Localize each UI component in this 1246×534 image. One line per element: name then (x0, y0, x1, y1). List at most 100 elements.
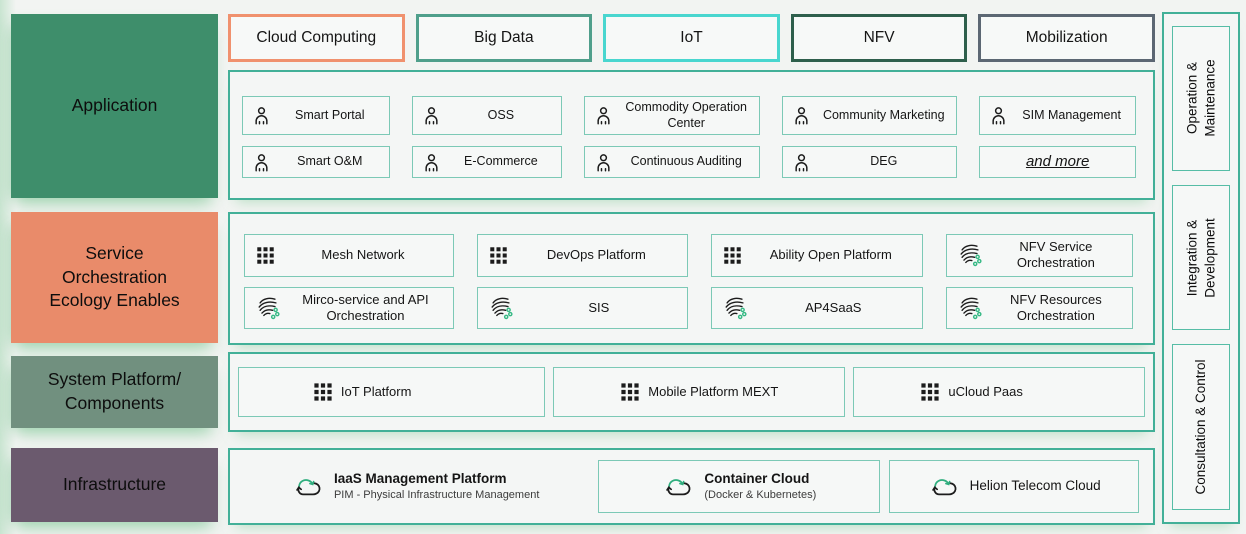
sidebar-item-label: Integration & Development (1183, 218, 1218, 298)
layer-label-text: Infrastructure (62, 474, 167, 495)
grid-icon (619, 381, 641, 403)
infra-item-title: Helion Telecom Cloud (969, 478, 1101, 494)
sys-item-label: Mobile Platform MEXT (648, 383, 779, 399)
app-item-label: Continuous Auditing (630, 154, 742, 169)
sidebar-label-line: Operation & (1184, 62, 1200, 135)
app-item-community-marketing: Community Marketing (782, 96, 958, 136)
svc-item-ap4saas: AP4SaaS (710, 286, 923, 329)
sidebar-label-line: Development (1202, 217, 1217, 298)
service-mesh-icon (957, 242, 983, 268)
app-item-label: Community Marketing (822, 107, 945, 122)
app-item-label: Smart O&M (297, 154, 363, 169)
svc-item-label: DevOps Platform (546, 247, 646, 263)
person-icon (251, 152, 272, 173)
layer-label-text: Components (64, 393, 165, 413)
category-big-data: Big Data (415, 14, 593, 62)
grid-icon (312, 381, 334, 403)
layer-label-application: Application (11, 14, 218, 198)
app-item-deg: DEG (782, 146, 958, 178)
infra-item-title: IaaS Management Platform (333, 470, 507, 486)
person-icon (421, 152, 442, 173)
sidebar-item-label: Operation & Maintenance (1183, 60, 1218, 137)
diagram-main-area: Cloud Computing Big Data IoT NFV Mobiliz… (228, 0, 1155, 534)
svc-item-devops-platform: DevOps Platform (476, 234, 688, 277)
app-item-continuous-auditing: Continuous Auditing (584, 146, 761, 178)
person-icon (988, 105, 1009, 126)
svc-item-label: Mirco-service and API Orchestration (302, 291, 429, 323)
infra-item-container-cloud: Container Cloud (Docker & Kubernetes) (598, 460, 881, 513)
sidebar-label-line: Maintenance (1202, 59, 1217, 138)
app-item-label: SIM Management (1022, 107, 1121, 122)
category-iot: IoT (603, 14, 780, 62)
svc-item-label: NFV Service Orchestration (1016, 239, 1095, 271)
infra-item-subtitle: (Docker & Kubernetes) (704, 488, 817, 501)
app-item-label: Smart Portal (295, 107, 365, 122)
svc-item-ability-open-platform: Ability Open Platform (710, 234, 923, 277)
infra-item-title: Container Cloud (704, 470, 810, 486)
infra-item-subtitle: PIM - Physical Infrastructure Management (333, 488, 540, 501)
svc-item-microservice-api-orchestration: Mirco-service and API Orchestration (244, 286, 454, 329)
sidebar-label-line: Integration & (1184, 219, 1200, 296)
category-label: Mobilization (1025, 29, 1108, 46)
grid-icon (488, 245, 509, 266)
layer-label-text: Orchestration (61, 266, 168, 287)
person-icon (593, 105, 614, 126)
grid-icon (919, 381, 941, 403)
service-mesh-icon (255, 295, 281, 321)
svc-item-label: NFV Resources Orchestration (1009, 291, 1102, 323)
svc-item-mesh-network: Mesh Network (244, 234, 454, 277)
service-mesh-icon (957, 295, 983, 321)
sidebar-item-consultation-control: Consultation & Control (1172, 344, 1230, 510)
layer-label-text: Application (71, 95, 158, 116)
sys-item-mobile-platform-mext: Mobile Platform MEXT (552, 367, 845, 417)
system-platform-container: IoT Platform Mobile Platform MEXT uCloud… (228, 352, 1155, 432)
sidebar-label-line: Consultation & Control (1193, 359, 1209, 495)
layer-label-text: System Platform/ (47, 369, 182, 390)
sys-item-iot-platform: IoT Platform (238, 367, 545, 417)
svc-item-label: Mesh Network (321, 247, 405, 263)
layer-label-system-platform: System Platform/ Components (11, 356, 218, 428)
service-mesh-icon (488, 295, 514, 321)
svc-item-nfv-resources-orchestration: NFV Resources Orchestration (945, 286, 1133, 329)
right-sidebar: Operation & Maintenance Integration & De… (1162, 12, 1240, 524)
infrastructure-container: IaaS Management Platform PIM - Physical … (228, 448, 1155, 525)
app-item-label: Commodity Operation Center (625, 100, 747, 130)
layer-label-infrastructure: Infrastructure (11, 448, 218, 522)
category-label: IoT (680, 29, 703, 46)
grid-icon (722, 245, 743, 266)
infra-item-helion-telecom-cloud: Helion Telecom Cloud (889, 460, 1139, 513)
app-item-sim-management: SIM Management (979, 96, 1136, 136)
grid-icon (255, 245, 276, 266)
category-label: Cloud Computing (256, 29, 377, 46)
svc-item-sis: SIS (476, 286, 688, 329)
app-item-smart-portal: Smart Portal (242, 96, 390, 136)
service-mesh-icon (722, 295, 748, 321)
app-item-label: and more (1025, 152, 1090, 170)
layer-label-service-orchestration: Service Orchestration Ecology Enables (11, 212, 218, 343)
svc-item-label: SIS (588, 299, 610, 315)
person-icon (593, 152, 614, 173)
category-label: NFV (863, 29, 895, 46)
app-item-commodity-operation-center: Commodity Operation Center (584, 96, 761, 136)
sidebar-item-operation-maintenance: Operation & Maintenance (1172, 26, 1230, 171)
category-row: Cloud Computing Big Data IoT NFV Mobiliz… (228, 14, 1155, 62)
app-item-label: OSS (487, 107, 515, 122)
svc-item-nfv-service-orchestration: NFV Service Orchestration (945, 234, 1133, 277)
app-item-oss: OSS (411, 96, 563, 136)
sys-item-ucloud-paas: uCloud Paas (852, 367, 1145, 417)
category-nfv: NFV (790, 14, 968, 62)
app-item-e-commerce: E-Commerce (411, 146, 563, 178)
app-item-and-more: and more (979, 146, 1136, 178)
infra-item-iaas-management-platform: IaaS Management Platform PIM - Physical … (242, 460, 589, 513)
application-container: Smart Portal OSS Commodity Operation Cen… (228, 70, 1155, 200)
person-icon (251, 105, 272, 126)
cloud-sync-icon (662, 474, 694, 499)
layer-label-text: Service (85, 243, 144, 264)
layer-label-text: Ecology Enables (49, 290, 180, 311)
category-label: Big Data (474, 29, 534, 46)
svc-item-label: Ability Open Platform (769, 247, 892, 263)
sys-item-label: IoT Platform (340, 383, 412, 399)
sidebar-item-label: Consultation & Control (1192, 360, 1210, 495)
sys-item-label: uCloud Paas (948, 383, 1023, 399)
service-orchestration-container: Mesh Network DevOps Platform Ability Ope… (228, 212, 1155, 345)
